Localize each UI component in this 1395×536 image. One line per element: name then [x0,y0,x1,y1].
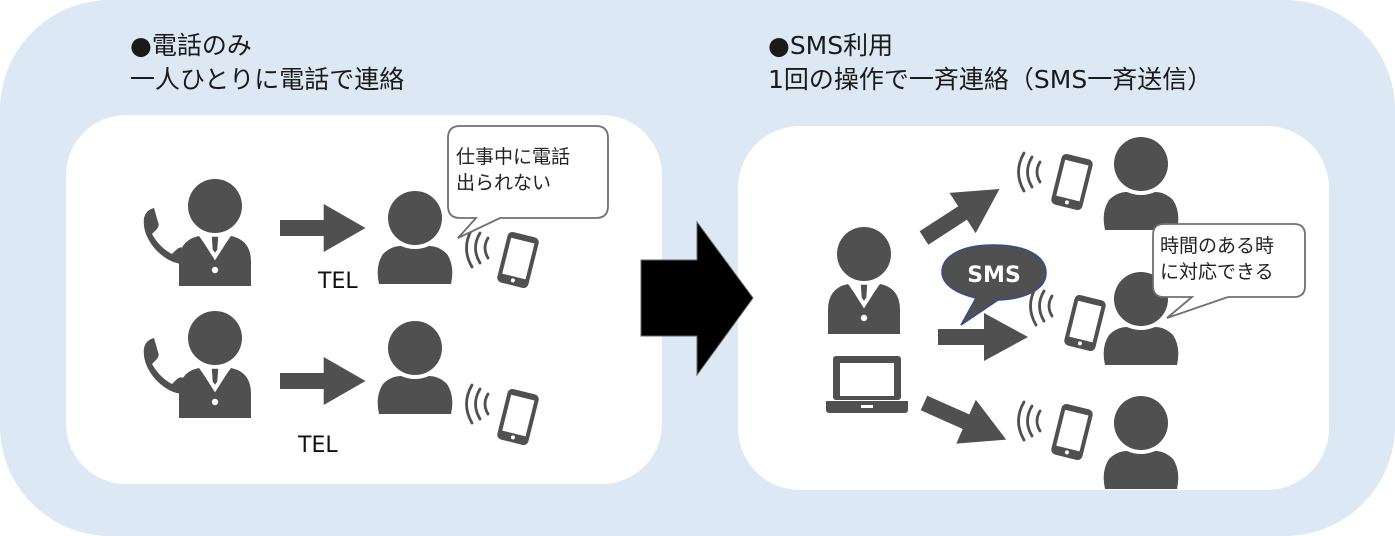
recipient-person-icon [1103,137,1179,230]
recipient-3 [1017,396,1179,489]
receiver-person-icon [377,191,453,284]
callout-respond-later: 時間のある時 に対応できる [1152,223,1306,319]
sms-subtitle: 1回の操作で一斉連絡（SMS一斉送信） [768,65,1213,94]
sms-sender [826,225,908,413]
sms-bubble: SMS [941,244,1047,326]
send-arrow-middle-icon [938,313,1028,361]
callout-line-1: 時間のある時 [1160,235,1274,257]
ringing-waves-icon [465,383,490,425]
phone-only-title: ●電話のみ [130,31,252,60]
ringing-waves-icon [1017,151,1042,193]
tel-label: TEL [297,433,338,458]
businessman-sender-icon [826,225,902,336]
receiver-person-icon [377,321,453,414]
ringing-waves-icon [1029,285,1054,327]
callout-line-1: 仕事中に電話 [456,146,570,168]
businessman-caller-icon [177,309,253,420]
laptop-icon [826,356,908,413]
sms-title: ●SMS利用 [768,31,894,60]
smartphone-icon [1050,152,1094,212]
send-arrow-down-icon [914,381,1016,462]
phone-only-heading: ●電話のみ 一人ひとりに電話で連絡 [130,30,404,98]
left-row-1: TEL [143,177,540,294]
ringing-waves-icon [465,227,490,269]
smartphone-icon [1050,402,1094,462]
smartphone-icon [496,230,540,290]
smartphone-icon [496,387,540,447]
big-right-arrow-icon [640,220,754,377]
callout-cannot-answer: 仕事中に電話 出られない [447,125,609,239]
left-row-2: TEL [143,309,540,458]
tel-label: TEL [317,269,358,294]
callout-line-2: に対応できる [1160,261,1274,283]
sms-label: SMS [967,263,1021,288]
tel-arrow-icon [280,357,366,405]
recipient-1 [1017,137,1179,230]
recipient-person-icon [1103,396,1179,489]
smartphone-icon [1063,293,1107,353]
callout-line-2: 出られない [456,172,551,194]
ringing-waves-icon [1017,400,1042,442]
tel-arrow-icon [280,204,366,252]
sms-heading: ●SMS利用 1回の操作で一斉連絡（SMS一斉送信） [768,30,1212,98]
phone-only-subtitle: 一人ひとりに電話で連絡 [130,65,405,94]
businessman-caller-icon [177,177,253,288]
